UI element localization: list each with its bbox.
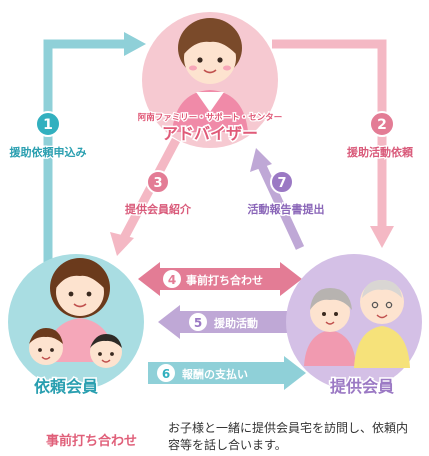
- step-6-number: 6: [162, 367, 170, 381]
- requester-title: 依頼会員: [34, 377, 98, 396]
- step-1-badge: [35, 111, 61, 137]
- step-6-badge: [157, 364, 175, 382]
- step-6-label: 報酬の支払い: [182, 367, 248, 381]
- adviser-node: 阿南ファミリー・サポート・センター アドバイザー: [137, 12, 283, 148]
- provider-illustration: [304, 280, 410, 368]
- requester-node: 依頼会員: [8, 254, 144, 398]
- step-7-badge: [270, 170, 294, 194]
- step-2-badge: [369, 111, 395, 137]
- step-3-label: 提供会員紹介: [125, 202, 192, 216]
- step-5-label: 援助活動: [214, 316, 258, 330]
- step-1-label: 援助依頼申込み: [10, 145, 87, 159]
- footnote-description: お子様と一緒に提供会員宅を訪問し、依頼内容等を話し合います。: [168, 421, 409, 452]
- footnote-term: 事前打ち合わせ: [46, 434, 138, 449]
- arrow-step-3: [110, 137, 180, 256]
- step-1-number: 1: [43, 117, 53, 133]
- step-7-number: 7: [277, 176, 286, 191]
- step-2-number: 2: [377, 117, 387, 133]
- adviser-title: アドバイザー: [162, 124, 258, 143]
- arrow-step-4: [138, 262, 302, 296]
- provider-node: 提供会員: [286, 254, 422, 398]
- step-5-number: 5: [194, 316, 202, 330]
- adviser-center-name: 阿南ファミリー・サポート・センター: [138, 112, 283, 123]
- adviser-illustration: [172, 18, 248, 132]
- arrow-step-5: [158, 305, 298, 339]
- step-5-badge: [189, 313, 207, 331]
- provider-title: 提供会員: [330, 377, 394, 396]
- step-4-number: 4: [168, 273, 176, 287]
- step-7-label: 活動報告書提出: [248, 202, 325, 216]
- footnote: 事前打ち合わせ お子様と一緒に提供会員宅を訪問し、依頼内容等を話し合います。: [0, 416, 429, 452]
- requester-illustration: [29, 258, 122, 368]
- step-4-label: 事前打ち合わせ: [186, 273, 263, 287]
- arrow-step-1: [43, 32, 146, 262]
- arrow-step-7: [250, 148, 305, 250]
- step-3-badge: [146, 170, 170, 194]
- step-4-badge: [163, 270, 181, 288]
- arrow-step-2: [272, 39, 394, 248]
- arrow-step-6: [148, 356, 306, 390]
- step-2-label: 援助活動依頼: [347, 145, 414, 159]
- step-3-number: 3: [153, 176, 162, 191]
